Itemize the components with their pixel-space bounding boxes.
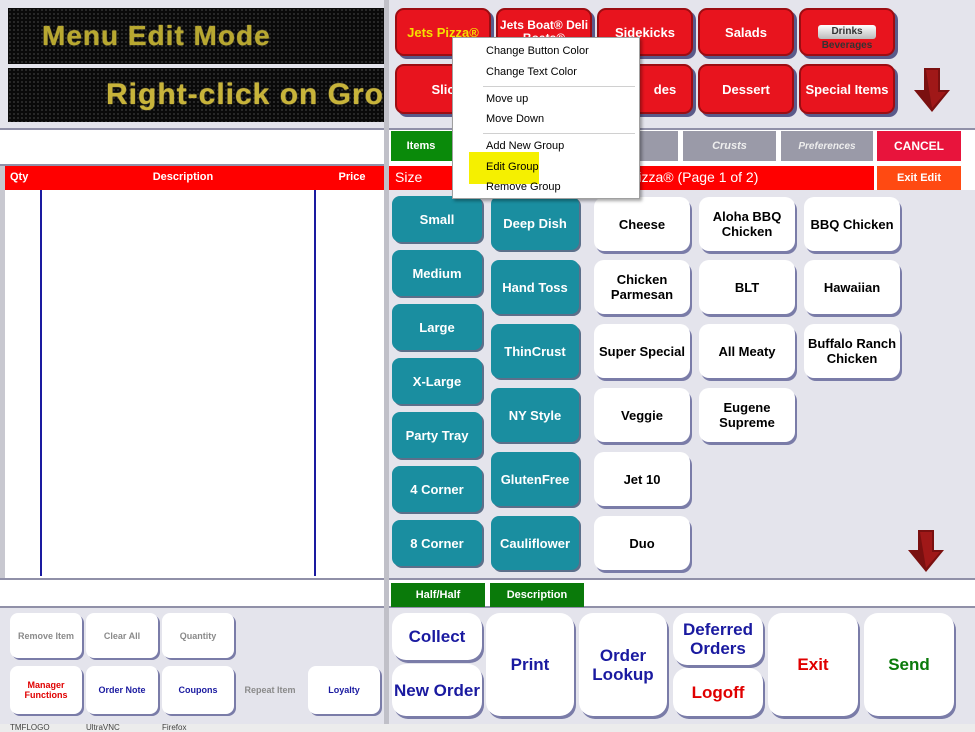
item-button-jet-10[interactable]: Jet 10 xyxy=(594,452,690,506)
tab-preferences[interactable]: Preferences xyxy=(781,131,873,161)
send-button[interactable]: Send xyxy=(864,613,954,716)
col-divider-2 xyxy=(314,190,316,576)
marquee-line1: Menu Edit Mode xyxy=(8,8,384,64)
size-button-medium[interactable]: Medium xyxy=(392,250,482,296)
item-button-aloha-bbq-chicken[interactable]: Aloha BBQ Chicken xyxy=(699,197,795,251)
coupons-button[interactable]: Coupons xyxy=(162,666,234,714)
lower-left-bar xyxy=(0,578,384,608)
crust-button-glutenfree[interactable]: GlutenFree xyxy=(491,452,579,506)
crust-button-cauliflower[interactable]: Cauliflower xyxy=(491,516,579,570)
marquee-line2: Right-click on Gro xyxy=(8,68,384,122)
tab-description[interactable]: Description xyxy=(490,583,584,607)
quantity-button[interactable]: Quantity xyxy=(162,613,234,658)
center-divider xyxy=(384,0,389,732)
order-lookup-button[interactable]: Order Lookup xyxy=(579,613,667,716)
size-button-small[interactable]: Small xyxy=(392,196,482,242)
deferred-orders-button[interactable]: Deferred Orders xyxy=(673,613,763,665)
col-qty: Qty xyxy=(10,171,29,183)
item-button-bbq-chicken[interactable]: BBQ Chicken xyxy=(804,197,900,251)
loyalty-button[interactable]: Loyalty xyxy=(308,666,380,714)
col-description: Description xyxy=(152,171,214,183)
group-button-salads[interactable]: Salads xyxy=(698,8,794,56)
taskbar-item-ultravnc[interactable]: UltraVNC xyxy=(86,724,120,732)
size-button-xlarge[interactable]: X-Large xyxy=(392,358,482,404)
drinks-icon: Drinks Beverages xyxy=(818,25,876,51)
menu-item-add-new-group[interactable]: Add New Group xyxy=(486,140,565,152)
cancel-button[interactable]: CANCEL xyxy=(877,131,961,161)
manager-functions-button[interactable]: Manager Functions xyxy=(10,666,82,714)
item-button-eugene-supreme[interactable]: Eugene Supreme xyxy=(699,388,795,442)
size-button-8-corner[interactable]: 8 Corner xyxy=(392,520,482,566)
size-button-party-tray[interactable]: Party Tray xyxy=(392,412,482,458)
crust-button-ny-style[interactable]: NY Style xyxy=(491,388,579,442)
size-label: Size xyxy=(395,169,423,185)
order-table-header: Qty Description Price xyxy=(5,166,384,190)
menu-item-remove-group[interactable]: Remove Group xyxy=(486,181,561,193)
item-button-hawaiian[interactable]: Hawaiian xyxy=(804,260,900,314)
order-note-button[interactable]: Order Note xyxy=(86,666,158,714)
menu-separator xyxy=(483,86,635,87)
col-price: Price xyxy=(338,171,366,183)
print-button[interactable]: Print xyxy=(486,613,574,716)
exit-button[interactable]: Exit xyxy=(768,613,858,716)
logoff-button[interactable]: Logoff xyxy=(673,668,763,716)
taskbar-item-firefox[interactable]: Firefox xyxy=(162,724,187,732)
crust-button-hand-toss[interactable]: Hand Toss xyxy=(491,260,579,314)
crust-button-thincrust[interactable]: ThinCrust xyxy=(491,324,579,378)
col-divider-1 xyxy=(40,190,42,576)
scroll-down-arrow-icon[interactable] xyxy=(912,66,952,114)
size-button-large[interactable]: Large xyxy=(392,304,482,350)
menu-item-highlight xyxy=(469,152,539,184)
menu-item-edit-group[interactable]: Edit Group xyxy=(486,161,539,173)
item-button-blt[interactable]: BLT xyxy=(699,260,795,314)
item-button-veggie[interactable]: Veggie xyxy=(594,388,690,442)
item-button-chicken-parmesan[interactable]: Chicken Parmesan xyxy=(594,260,690,314)
menu-item-change-button-color[interactable]: Change Button Color xyxy=(486,45,589,57)
exit-edit-button[interactable]: Exit Edit xyxy=(877,166,961,190)
lower-tab-row xyxy=(389,578,975,608)
group-button-dessert[interactable]: Dessert xyxy=(698,64,794,114)
group-button-special-items[interactable]: Special Items xyxy=(799,64,895,114)
item-grid-panel xyxy=(589,190,975,578)
size-button-4-corner[interactable]: 4 Corner xyxy=(392,466,482,512)
context-menu: Change Button Color Change Text Color Mo… xyxy=(452,37,640,199)
menu-item-move-up[interactable]: Move up xyxy=(486,93,529,105)
remove-item-button[interactable]: Remove Item xyxy=(10,613,82,658)
tab-halfhalf[interactable]: Half/Half xyxy=(391,583,485,607)
item-button-duo[interactable]: Duo xyxy=(594,516,690,570)
info-bar xyxy=(0,128,388,166)
new-order-button[interactable]: New Order xyxy=(392,664,482,716)
item-button-cheese[interactable]: Cheese xyxy=(594,197,690,251)
left-border xyxy=(0,166,5,578)
crust-button-deep-dish[interactable]: Deep Dish xyxy=(491,196,579,250)
page-title: Pizza® (Page 1 of 2) xyxy=(629,169,759,185)
menu-item-move-down[interactable]: Move Down xyxy=(486,113,545,125)
item-button-super-special[interactable]: Super Special xyxy=(594,324,690,378)
taskbar-item-tmflogo[interactable]: TMFLOGO xyxy=(10,724,50,732)
group-button-drinks[interactable]: Drinks Beverages xyxy=(799,8,895,56)
page-down-arrow-icon[interactable] xyxy=(906,528,946,574)
taskbar: TMFLOGO UltraVNC Firefox xyxy=(0,724,975,732)
menu-item-change-text-color[interactable]: Change Text Color xyxy=(486,66,577,78)
item-button-buffalo-ranch-chicken[interactable]: Buffalo Ranch Chicken xyxy=(804,324,900,378)
clear-all-button[interactable]: Clear All xyxy=(86,613,158,658)
tab-crusts[interactable]: Crusts xyxy=(683,131,776,161)
repeat-item-button[interactable]: Repeat Item xyxy=(244,685,296,695)
menu-separator xyxy=(483,133,635,134)
item-button-all-meaty[interactable]: All Meaty xyxy=(699,324,795,378)
order-table-body[interactable] xyxy=(5,190,384,576)
collect-button[interactable]: Collect xyxy=(392,613,482,660)
